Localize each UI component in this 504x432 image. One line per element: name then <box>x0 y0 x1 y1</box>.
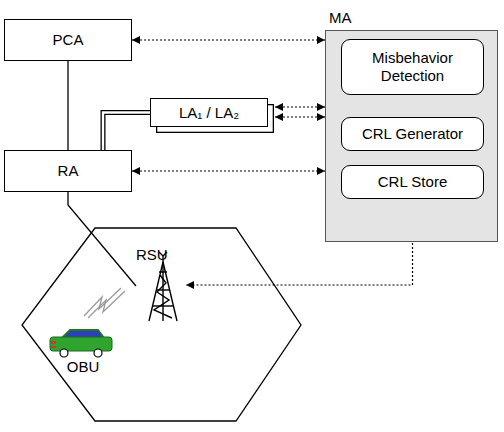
connector <box>103 113 150 151</box>
stacked-box: LA₁ / LA₂ <box>150 98 268 127</box>
group-box: MAMisbehavior DetectionCRL GeneratorCRL … <box>325 30 498 242</box>
node-label: Misbehavior Detection <box>348 49 477 85</box>
connector <box>68 61 69 150</box>
connector-line <box>103 113 150 151</box>
function-box: CRL Generator <box>341 117 484 151</box>
node-label: OBU <box>48 358 118 376</box>
onboard-unit: OBU <box>48 328 118 376</box>
connector <box>275 117 325 118</box>
node-label: RSU <box>136 246 168 264</box>
connector-line <box>275 106 325 107</box>
connector-line <box>132 39 325 40</box>
node-label: MA <box>329 9 352 27</box>
node-label: LA₁ / LA₂ <box>179 104 239 122</box>
node-label: RA <box>58 162 79 180</box>
vehicle-car <box>50 330 112 357</box>
wireless-signal <box>84 288 125 318</box>
roadside-unit: RSU <box>136 246 186 322</box>
node-label: PCA <box>53 31 84 49</box>
connector-line <box>67 61 68 150</box>
connector <box>132 171 325 172</box>
connector <box>275 107 325 108</box>
node-label: CRL Generator <box>362 125 463 143</box>
connector-line <box>275 116 325 117</box>
connector-line <box>68 192 136 286</box>
authority-box: PCA <box>4 19 132 61</box>
connector-line <box>103 113 150 151</box>
connector <box>68 192 136 286</box>
connector-line <box>132 170 325 171</box>
connector <box>132 40 325 41</box>
node-label: CRL Store <box>378 173 447 191</box>
cell-hexagon <box>22 228 301 421</box>
function-box: CRL Store <box>341 165 484 199</box>
authority-box: RA <box>4 150 132 192</box>
function-box: Misbehavior Detection <box>341 39 484 95</box>
